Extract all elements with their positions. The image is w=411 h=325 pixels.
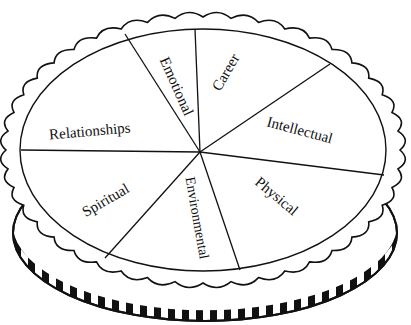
pie-surface xyxy=(20,29,386,271)
slice-cuts xyxy=(21,29,384,270)
pie-crust xyxy=(1,13,406,288)
